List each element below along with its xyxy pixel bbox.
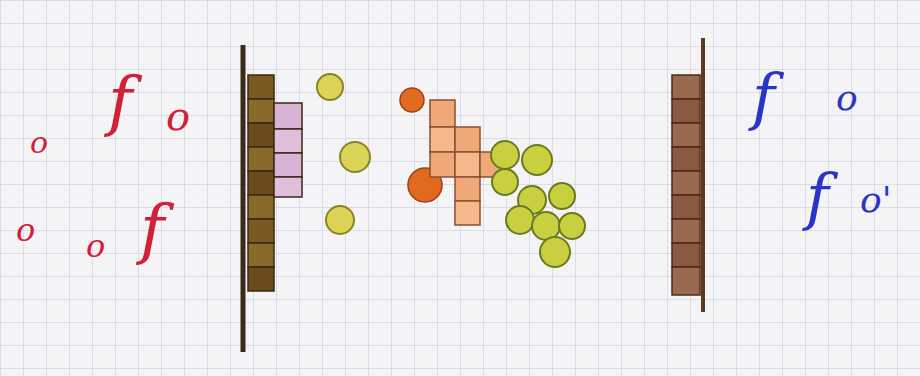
handwritten-letter: o bbox=[86, 230, 105, 262]
handwritten-letter: f bbox=[108, 68, 132, 134]
handwritten-letter: f bbox=[806, 166, 829, 228]
handwritten-letter: o bbox=[16, 214, 35, 246]
handwritten-letter: f bbox=[140, 196, 164, 262]
handwritten-letter: o' bbox=[860, 182, 892, 218]
handwritten-letter: o bbox=[30, 128, 48, 158]
handwritten-letter: f bbox=[752, 66, 775, 128]
handwritten-letter: o bbox=[166, 96, 190, 136]
handwritten-letter: o bbox=[836, 80, 858, 116]
